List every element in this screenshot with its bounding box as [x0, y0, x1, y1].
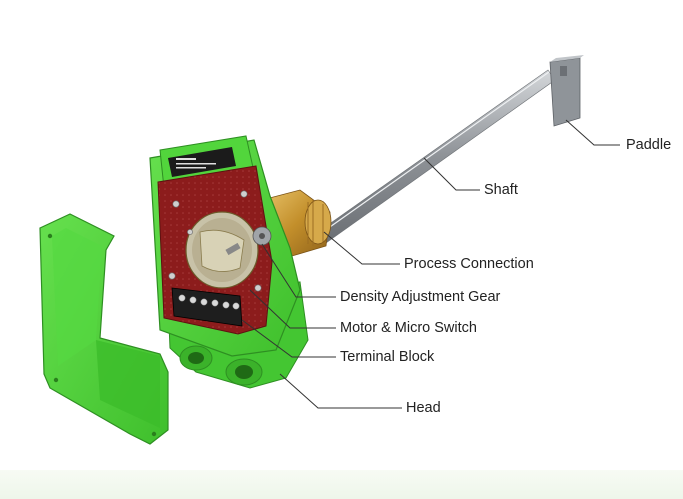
label-density-adjustment-gear: Density Adjustment Gear: [340, 289, 501, 305]
label-motor-micro-switch: Motor & Micro Switch: [340, 320, 477, 336]
terminal-block-part: [171, 287, 243, 327]
density-adjustment-gear-part: [252, 226, 272, 246]
leader-shaft: [423, 157, 480, 191]
leader-lines: [241, 119, 620, 409]
head-cover: [39, 213, 169, 445]
label-shaft: Shaft: [484, 182, 518, 198]
leader-process-connection: [323, 231, 400, 265]
leader-head: [279, 373, 402, 409]
label-process-connection: Process Connection: [404, 256, 534, 272]
leader-density-adjustment-gear: [261, 243, 336, 298]
leader-paddle: [565, 119, 620, 146]
label-terminal-block: Terminal Block: [340, 349, 435, 365]
label-head: Head: [406, 400, 441, 416]
leader-motor-micro-switch: [249, 289, 336, 329]
leader-terminal-block: [241, 319, 336, 358]
paddle: [549, 55, 584, 127]
shaft: [317, 69, 556, 244]
bottom-band: [0, 470, 683, 499]
label-paddle: Paddle: [626, 137, 672, 153]
